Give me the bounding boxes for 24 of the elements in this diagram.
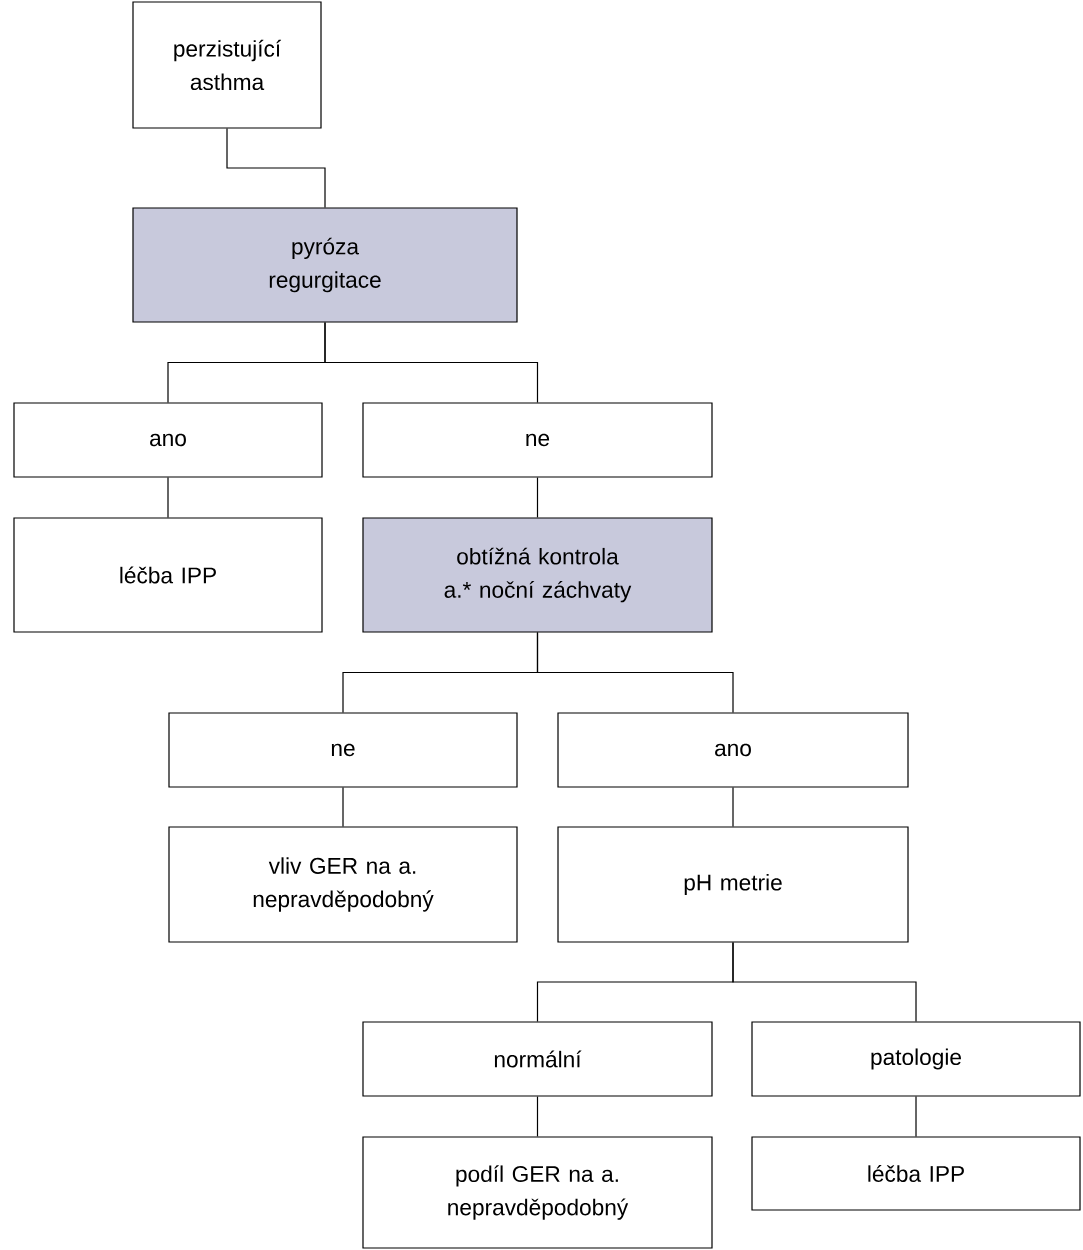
process-box: ne — [168, 712, 518, 788]
question-box: obtížná kontrola a.* noční záchvaty — [362, 517, 713, 633]
connector-line — [915, 1096, 917, 1137]
process-box: ano — [13, 402, 323, 478]
process-box: patologie — [751, 1021, 1081, 1097]
process-box: normální — [362, 1021, 713, 1097]
process-box: ne — [362, 402, 713, 478]
connector-line — [536, 632, 734, 713]
process-box: vliv GER na a. nepravděpodobný — [168, 826, 518, 943]
process-box: pH metrie — [557, 826, 909, 943]
process-box: léčba IPP — [13, 517, 323, 633]
process-box: perzistující asthma — [132, 1, 322, 129]
connector-line — [536, 1096, 539, 1137]
connector-line — [732, 787, 734, 827]
connector-line — [226, 128, 326, 208]
process-box: ano — [557, 712, 909, 788]
connector-line — [167, 477, 169, 518]
connector-line — [536, 477, 539, 518]
process-box: podíl GER na a. nepravděpodobný — [362, 1136, 713, 1249]
connector-line — [732, 942, 917, 1022]
process-box: léčba IPP — [751, 1136, 1081, 1211]
connector-line — [342, 787, 344, 827]
connector-line — [324, 322, 539, 403]
question-box: pyróza regurgitace — [132, 207, 518, 323]
